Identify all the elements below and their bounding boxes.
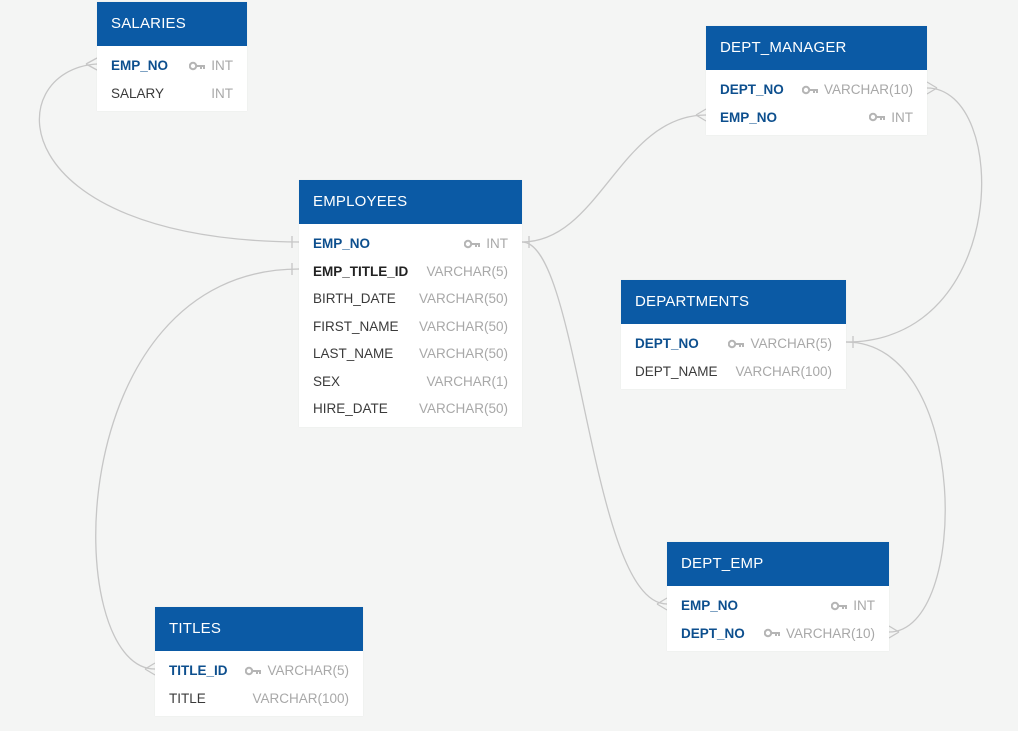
field-type: VARCHAR(50) xyxy=(418,318,508,334)
key-icon xyxy=(189,61,206,70)
field-type: INT xyxy=(869,104,913,132)
field-row[interactable]: EMP_NO INT xyxy=(667,592,889,620)
field-type: INT xyxy=(831,592,875,620)
field-name: TITLE xyxy=(169,690,206,706)
entity-title[interactable]: SALARIES xyxy=(97,2,247,46)
field-type: VARCHAR(100) xyxy=(252,690,349,706)
link-salaries-employees xyxy=(38,63,300,243)
key-icon xyxy=(869,113,886,122)
field-name: DEPT_NO xyxy=(720,82,784,97)
link-employees-titles xyxy=(95,268,300,670)
field-row[interactable]: EMP_NO INT xyxy=(299,230,522,258)
field-type: INT xyxy=(464,230,508,258)
field-row[interactable]: EMP_TITLE_ID VARCHAR(5) xyxy=(299,258,522,286)
entity-title[interactable]: TITLES xyxy=(155,607,363,651)
field-type: VARCHAR(5) xyxy=(426,263,508,279)
crow-foot-titles xyxy=(144,662,156,676)
field-type: VARCHAR(50) xyxy=(418,346,508,361)
link-employees-dept-manager xyxy=(521,114,707,243)
crow-foot-dept-manager-dept xyxy=(926,81,938,95)
field-type: VARCHAR(50) xyxy=(418,401,508,416)
field-name: BIRTH_DATE xyxy=(313,291,396,306)
field-type: VARCHAR(50) xyxy=(418,291,508,306)
field-name: HIRE_DATE xyxy=(313,401,388,416)
link-departments-dept-emp xyxy=(845,341,946,633)
entity-title[interactable]: DEPT_EMP xyxy=(667,542,889,586)
field-type: VARCHAR(5) xyxy=(728,330,832,358)
entity-title[interactable]: DEPARTMENTS xyxy=(621,280,846,324)
entity-dept-emp[interactable]: DEPT_EMP EMP_NO INT DEPT_NO VARCHAR(10) xyxy=(667,542,889,651)
field-row[interactable]: TITLE VARCHAR(100) xyxy=(155,685,363,713)
field-row[interactable]: HIRE_DATE VARCHAR(50) xyxy=(299,395,522,423)
field-row[interactable]: LAST_NAME VARCHAR(50) xyxy=(299,340,522,368)
field-type: VARCHAR(100) xyxy=(735,363,832,379)
field-row[interactable]: DEPT_NO VARCHAR(10) xyxy=(706,76,927,104)
entity-salaries[interactable]: SALARIES EMP_NO INT SALARY INT xyxy=(97,2,247,111)
field-name: FIRST_NAME xyxy=(313,318,399,334)
field-type: VARCHAR(10) xyxy=(763,620,875,648)
entity-title[interactable]: EMPLOYEES xyxy=(299,180,522,224)
field-type: INT xyxy=(211,85,233,101)
crow-foot-salaries xyxy=(85,57,98,71)
crow-foot-dept-manager xyxy=(695,108,707,122)
field-name: TITLE_ID xyxy=(169,663,228,678)
key-icon xyxy=(763,629,780,638)
field-row[interactable]: EMP_NO INT xyxy=(97,52,247,80)
field-row[interactable]: EMP_NO INT xyxy=(706,104,927,132)
key-icon xyxy=(245,666,262,675)
field-row[interactable]: DEPT_NO VARCHAR(5) xyxy=(621,330,846,358)
field-name: DEPT_NO xyxy=(681,625,745,641)
crow-foot-dept-emp-emp xyxy=(656,597,668,611)
entity-titles[interactable]: TITLES TITLE_ID VARCHAR(5) TITLE VARCHAR… xyxy=(155,607,363,716)
crow-foot-dept-emp-dept xyxy=(888,625,900,639)
field-row[interactable]: TITLE_ID VARCHAR(5) xyxy=(155,657,363,685)
entity-employees[interactable]: EMPLOYEES EMP_NO INT EMP_TITLE_ID VARCHA… xyxy=(299,180,522,427)
key-icon xyxy=(801,85,818,94)
field-type: VARCHAR(5) xyxy=(245,657,349,685)
link-employees-dept-emp xyxy=(521,241,668,605)
field-name: SEX xyxy=(313,373,341,389)
field-row[interactable]: BIRTH_DATE VARCHAR(50) xyxy=(299,285,522,313)
field-name: EMP_TITLE_ID xyxy=(313,263,409,279)
field-name: EMP_NO xyxy=(681,598,739,613)
field-row[interactable]: SEX VARCHAR(1) xyxy=(299,368,522,396)
field-name: EMP_NO xyxy=(720,109,778,125)
key-icon xyxy=(728,339,745,348)
field-row[interactable]: FIRST_NAME VARCHAR(50) xyxy=(299,313,522,341)
field-row[interactable]: DEPT_NO VARCHAR(10) xyxy=(667,620,889,648)
field-row[interactable]: SALARY INT xyxy=(97,80,247,108)
field-type: INT xyxy=(189,52,233,80)
field-name: DEPT_NAME xyxy=(635,363,718,379)
field-name: LAST_NAME xyxy=(313,346,394,361)
field-type: VARCHAR(10) xyxy=(801,76,913,104)
field-name: EMP_NO xyxy=(111,58,169,73)
field-row[interactable]: DEPT_NAME VARCHAR(100) xyxy=(621,358,846,386)
key-icon xyxy=(831,601,848,610)
field-type: VARCHAR(1) xyxy=(426,373,508,389)
entity-dept-manager[interactable]: DEPT_MANAGER DEPT_NO VARCHAR(10) EMP_NO … xyxy=(706,26,927,135)
field-name: SALARY xyxy=(111,85,165,101)
field-name: EMP_NO xyxy=(313,236,371,251)
key-icon xyxy=(464,239,481,248)
field-name: DEPT_NO xyxy=(635,336,699,351)
link-dept-manager-departments xyxy=(845,87,983,343)
entity-title[interactable]: DEPT_MANAGER xyxy=(706,26,927,70)
entity-departments[interactable]: DEPARTMENTS DEPT_NO VARCHAR(5) DEPT_NAME… xyxy=(621,280,846,389)
